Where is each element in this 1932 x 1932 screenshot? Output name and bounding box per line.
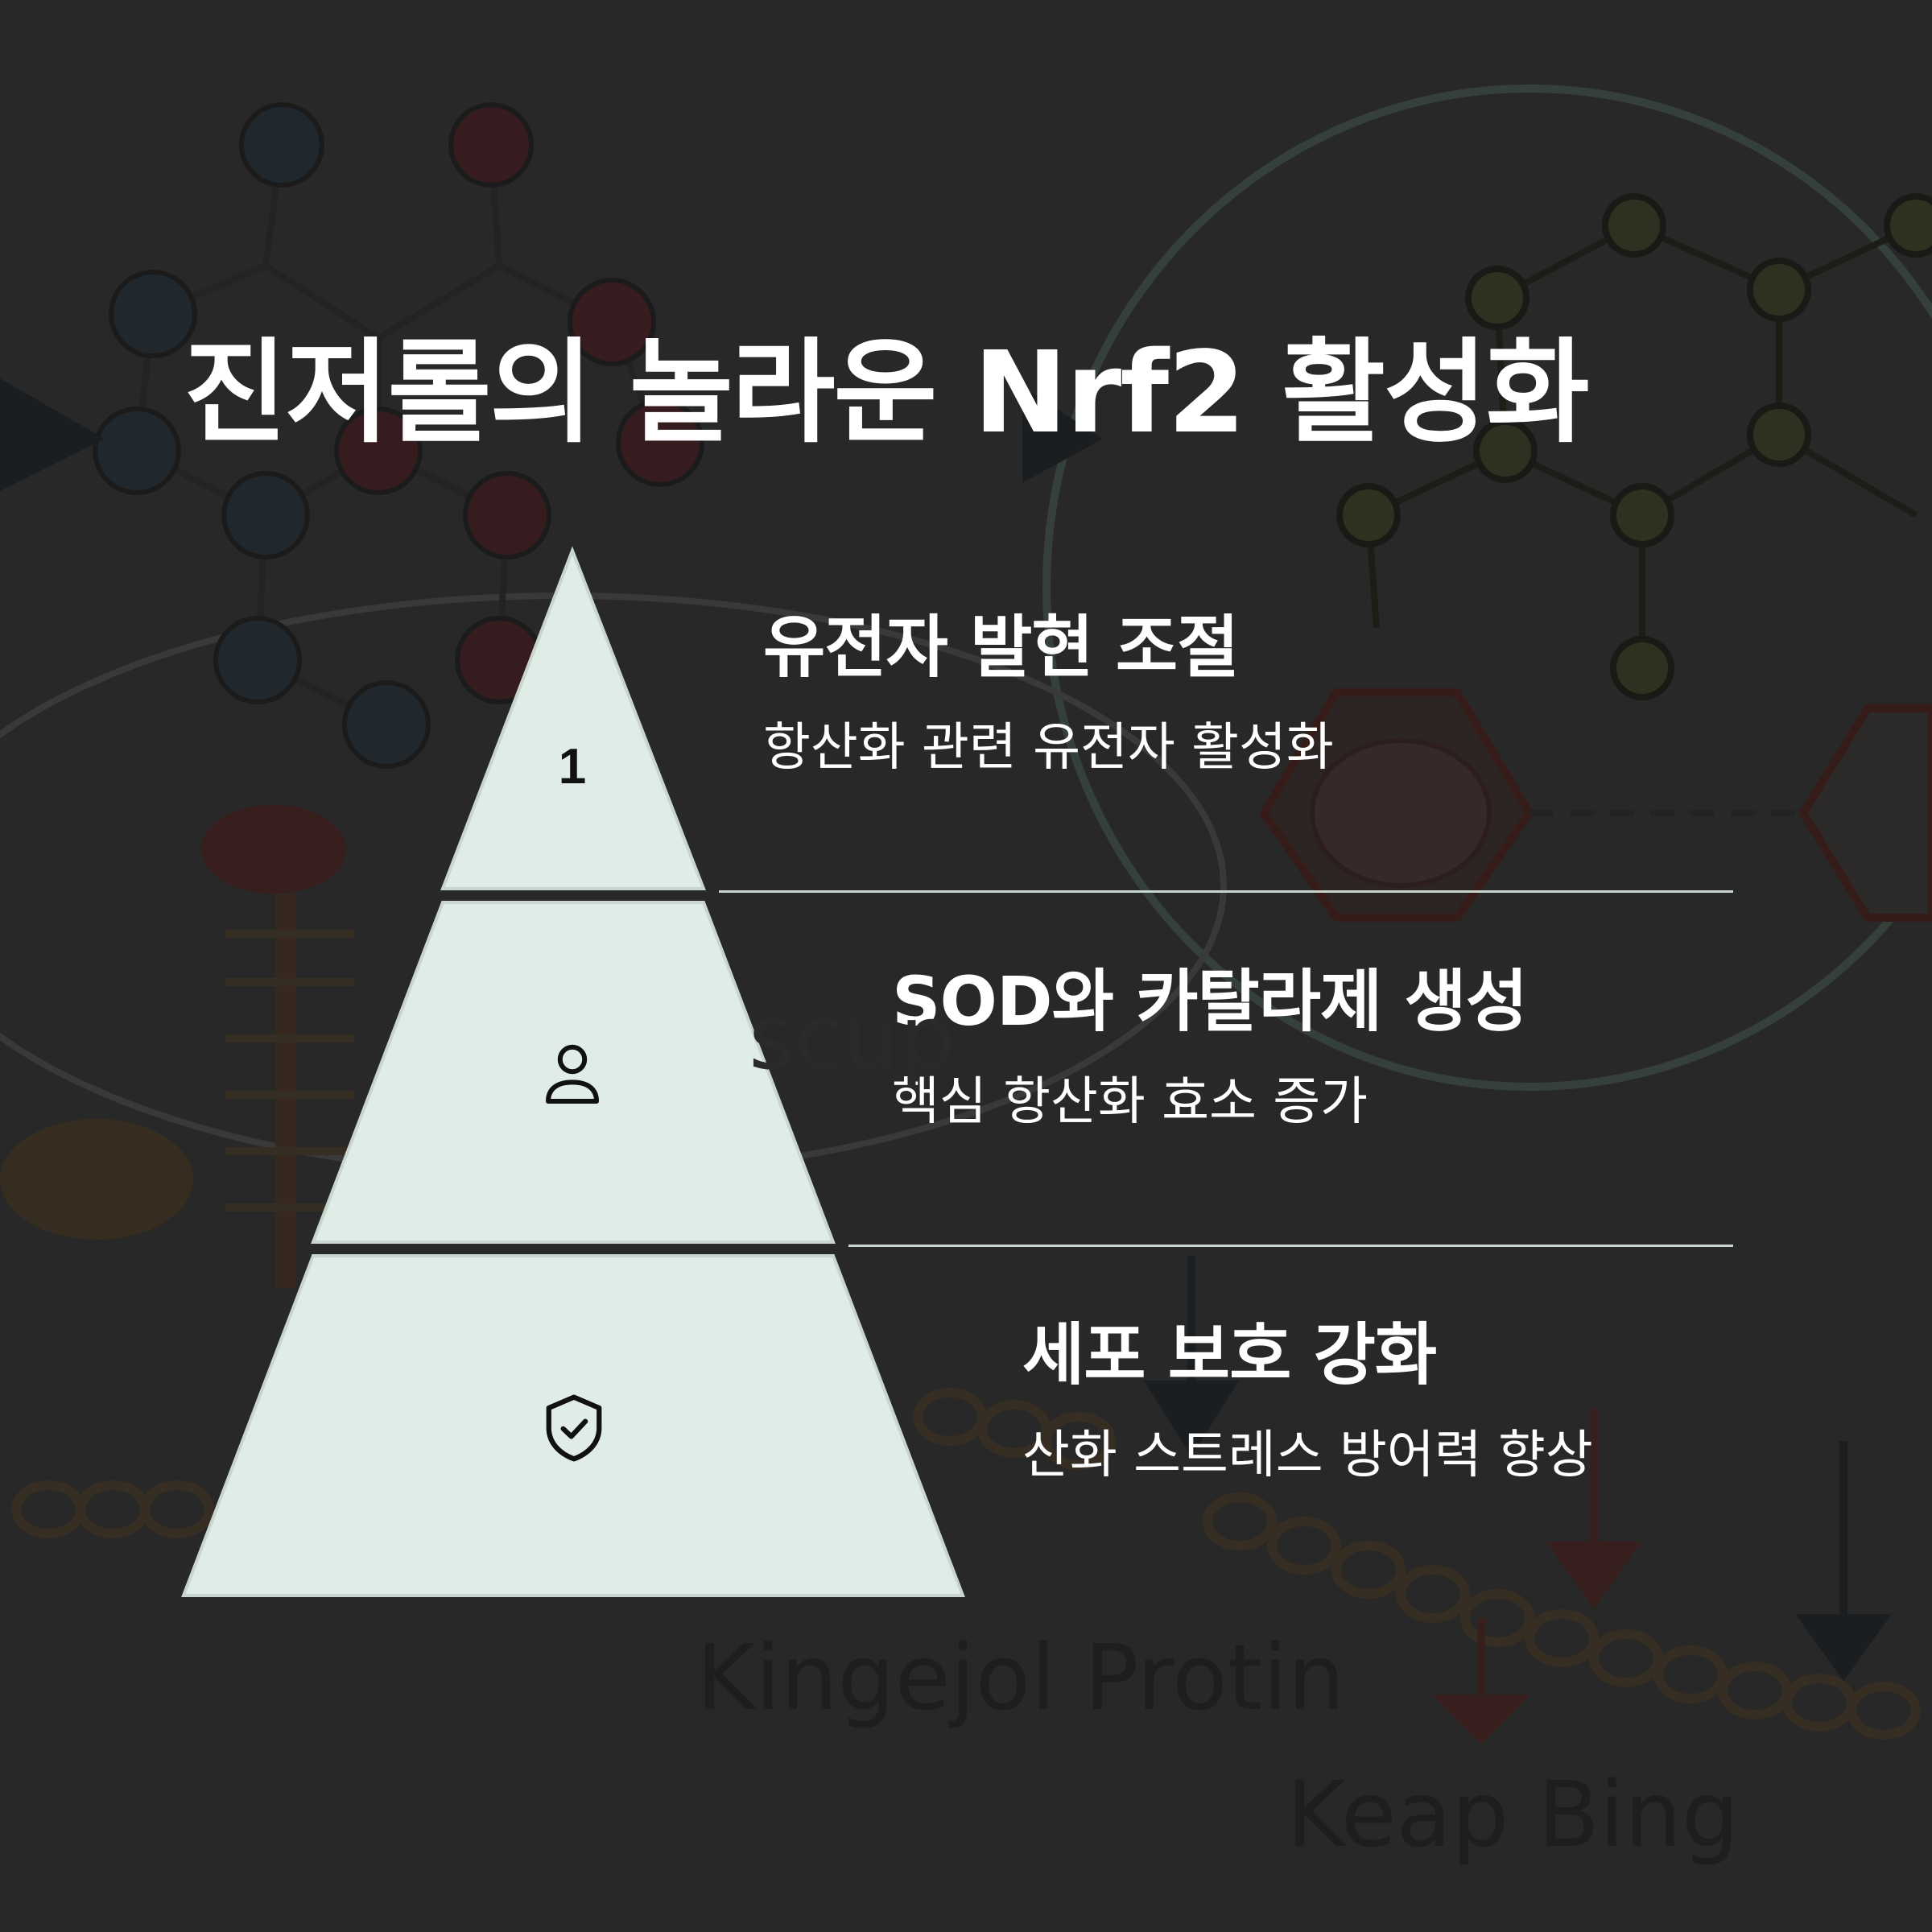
bg-label-scup: scup — [749, 986, 956, 1089]
hexagon-right — [1798, 704, 1932, 922]
cell-ellipse — [1042, 85, 1932, 1091]
tier-2-description: 핵심 항산화 효소 증가 — [892, 1072, 1368, 1133]
blob-shape — [1310, 738, 1492, 888]
tier-1-title: 유전자 발현 조절 — [763, 608, 1239, 687]
pyramid-tier-1 — [440, 546, 706, 890]
chain — [11, 1388, 1921, 1740]
tier-3-description: 산화 스트레스 방어력 향상 — [1022, 1426, 1593, 1486]
tier-number: 1 — [558, 738, 587, 795]
divider-2 — [848, 1245, 1733, 1247]
molecule-right-atoms — [1336, 193, 1932, 700]
page-title: 진저롤의 놀라운 Nrf2 활성화 — [184, 328, 1590, 459]
label-blob-left — [0, 1119, 193, 1240]
arrow-left — [0, 378, 105, 491]
label-blob-top — [201, 805, 346, 894]
tier-3-title: 세포 보호 강화 — [1022, 1315, 1437, 1394]
tier-1-description: 항산화 관련 유전자 활성화 — [763, 718, 1334, 778]
bg-label-kingejol: Kingejol Protin — [696, 1626, 1345, 1731]
person-icon — [524, 1026, 621, 1122]
tier-1-marker: 1 — [524, 718, 621, 815]
tier-2-text: SOD와 카탈라제 생성 핵심 항산화 효소 증가 — [892, 962, 1528, 1133]
molecule-left-atoms — [93, 102, 704, 769]
tier-2-title: SOD와 카탈라제 생성 — [892, 962, 1528, 1041]
divider-1 — [719, 890, 1733, 893]
down-arrows — [1143, 1256, 1892, 1682]
arrow-mid — [1022, 386, 1103, 483]
tier-3-text: 세포 보호 강화 산화 스트레스 방어력 향상 — [1022, 1318, 1593, 1484]
shield-check-icon — [526, 1380, 622, 1476]
pyramid-tier-3 — [181, 1254, 965, 1597]
bg-label-keap: Keap Bing — [1286, 1763, 1740, 1868]
down-arrows-red — [1430, 1409, 1642, 1745]
tier-1-text: 유전자 발현 조절 항산화 관련 유전자 활성화 — [763, 610, 1334, 777]
